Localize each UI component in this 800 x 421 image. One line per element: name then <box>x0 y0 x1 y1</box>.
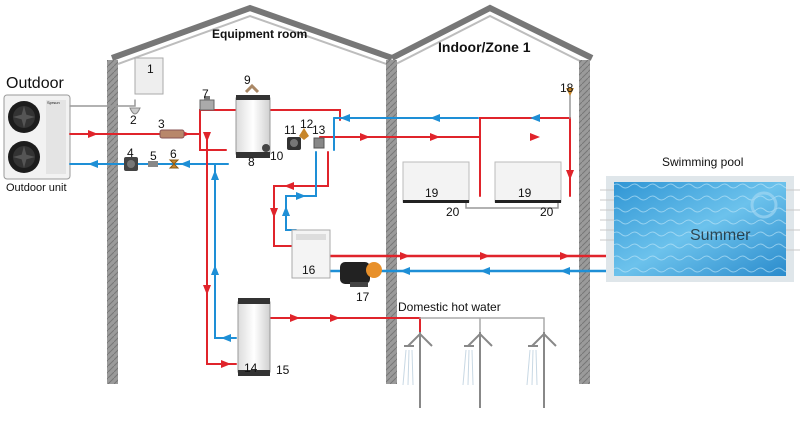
num-20a: 20 <box>446 205 460 219</box>
strainer-filter <box>148 161 158 167</box>
temperature-sensor <box>299 128 309 140</box>
num-5: 5 <box>150 149 157 163</box>
inline-heater <box>159 129 185 139</box>
num-6: 6 <box>170 147 177 161</box>
num-17: 17 <box>356 290 370 304</box>
equipment-room-label: Equipment room <box>212 27 307 41</box>
outdoor-label: Outdoor <box>6 75 64 92</box>
num-18: 18 <box>560 81 574 95</box>
num-13: 13 <box>312 123 326 137</box>
pipes <box>69 91 612 365</box>
shower-2 <box>462 332 493 408</box>
expansion-vessel <box>129 107 141 115</box>
component-numbers: 1 2 3 4 5 6 7 8 9 10 11 12 13 14 15 16 1… <box>127 62 574 377</box>
dhw-tank <box>237 298 271 376</box>
num-12: 12 <box>300 117 314 131</box>
num-3: 3 <box>158 117 165 131</box>
num-4: 4 <box>127 146 134 160</box>
fan-coil-unit-2 <box>494 161 562 203</box>
roof-right <box>390 4 594 61</box>
num-7: 7 <box>202 87 209 101</box>
num-9: 9 <box>244 73 251 87</box>
roof-left <box>110 4 393 61</box>
circulation-pump-11 <box>287 137 301 150</box>
shower-3 <box>526 332 557 408</box>
right-wall <box>579 60 590 384</box>
three-way-valve <box>199 96 215 111</box>
num-19a: 19 <box>425 186 439 200</box>
mixing-valve <box>313 137 325 149</box>
plate-heat-exchanger <box>291 229 331 279</box>
num-1: 1 <box>147 62 154 76</box>
num-16: 16 <box>302 263 316 277</box>
indoor-zone-label: Indoor/Zone 1 <box>438 39 531 55</box>
air-vent <box>566 88 574 96</box>
shower-1 <box>402 332 433 408</box>
domestic-hot-water-label: Domestic hot water <box>398 300 501 314</box>
flow-arrows <box>88 114 574 368</box>
middle-wall <box>386 60 397 384</box>
num-2: 2 <box>130 113 137 127</box>
circulation-pump-4 <box>124 157 138 171</box>
controller-box <box>134 57 164 95</box>
num-19b: 19 <box>518 186 532 200</box>
num-10: 10 <box>270 149 284 163</box>
fan-coil-unit-1 <box>402 161 470 203</box>
num-20b: 20 <box>540 205 554 219</box>
check-valve <box>168 159 180 169</box>
outdoor-unit: Sprsun <box>3 94 71 180</box>
building <box>107 4 594 384</box>
num-8: 8 <box>248 155 255 169</box>
showers <box>402 332 557 408</box>
num-11: 11 <box>284 123 297 137</box>
swimming-pool-label: Swimming pool <box>662 155 743 169</box>
buffer-tank <box>235 83 271 158</box>
swimming-pool: Summer <box>600 176 800 282</box>
outdoor-unit-brand: Sprsun <box>47 100 60 105</box>
left-wall <box>107 60 118 384</box>
pool-pump <box>340 262 382 287</box>
outdoor-unit-label: Outdoor unit <box>6 182 67 194</box>
num-15: 15 <box>276 363 290 377</box>
num-14: 14 <box>244 361 258 375</box>
pool-watermark: Summer <box>690 227 751 244</box>
